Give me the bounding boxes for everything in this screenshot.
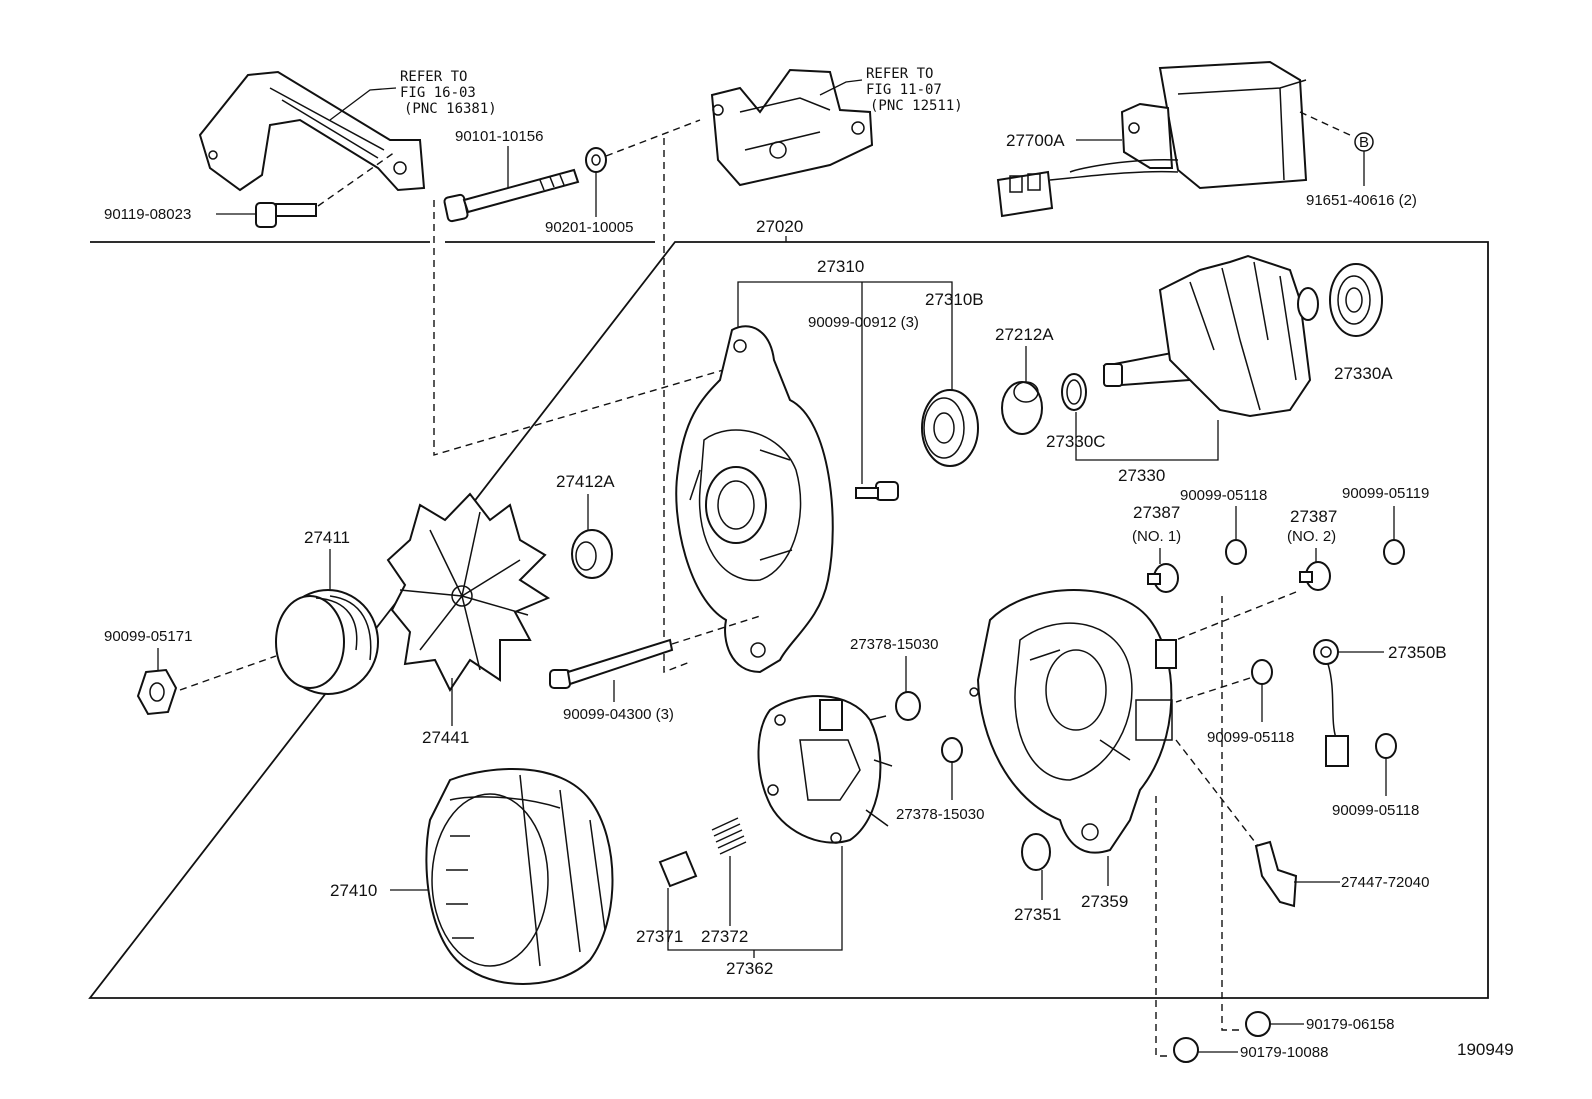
label-90099-05118-a: 90099-05118 (1180, 487, 1267, 504)
bushing-90099-05118-right (1375, 733, 1397, 759)
assembly-line (433, 200, 731, 456)
bolt-90119-08023 (255, 202, 317, 228)
assembly-line (663, 138, 691, 674)
assembly-line (605, 119, 701, 157)
assembly-line (1221, 596, 1244, 1031)
assembly-line (1175, 677, 1251, 703)
label-27387-no2-sub: (NO. 2) (1287, 528, 1336, 545)
label-27310: 27310 (817, 257, 864, 276)
figure-number: 190949 (1457, 1040, 1514, 1059)
spring-27372 (711, 817, 747, 855)
label-27378-15030-b: 27378-15030 (896, 806, 984, 823)
label-27411: 27411 (304, 528, 350, 547)
label-90099-05118-c: 90099-05118 (1332, 802, 1419, 819)
bushing-27378-15030-b (941, 737, 963, 763)
assembly-line (179, 655, 277, 691)
screw-90099-00912 (855, 481, 899, 501)
spacer-27412A (571, 529, 613, 579)
bearing-27310B (921, 389, 979, 467)
collar-27351 (1021, 833, 1051, 871)
brush-27350B (1313, 639, 1349, 767)
label-90119-08023: 90119-08023 (104, 206, 191, 223)
bushing-90099-05119 (1383, 539, 1405, 565)
clip-27447-72040 (1254, 840, 1298, 908)
label-27330: 27330 (1118, 466, 1165, 485)
label-27362: 27362 (726, 959, 773, 978)
label-27372: 27372 (701, 927, 748, 946)
leader (819, 79, 863, 96)
label-27212A: 27212A (995, 325, 1054, 344)
label-27378-15030-a: 27378-15030 (850, 636, 938, 653)
washer-90201-10005 (585, 147, 607, 173)
assembly-line (1175, 739, 1259, 847)
label-90099-05118-b: 90099-05118 (1207, 729, 1294, 746)
brush-27371 (658, 850, 698, 888)
assembly-line (317, 151, 396, 207)
label-27700A: 27700A (1006, 131, 1065, 150)
assembly-line (671, 615, 761, 645)
rotor-27330 (1102, 254, 1319, 418)
ref-fig-11-07: REFER TO FIG 11-07 (PNC 12511) (866, 66, 963, 114)
brush-holder-27362 (757, 695, 893, 844)
bolt-90101-10156 (443, 168, 580, 223)
label-90179-10088: 90179-10088 (1240, 1044, 1328, 1061)
mounting-bracket-part (710, 68, 874, 187)
stator-27410 (425, 768, 614, 985)
label-27350B: 27350B (1388, 643, 1447, 662)
label-90099-04300: 90099-04300 (3) (563, 706, 674, 723)
label-90201-10005: 90201-10005 (545, 219, 633, 236)
nut-90179-10088 (1173, 1037, 1199, 1063)
terminal-27387-no1 (1147, 563, 1179, 593)
callout-b: B (1359, 134, 1369, 151)
leader (1075, 412, 1219, 461)
label-27447-72040: 27447-72040 (1341, 874, 1429, 891)
label-27412A: 27412A (556, 472, 615, 491)
bolt-90099-04300 (549, 638, 674, 689)
collar-27212A (1001, 381, 1043, 435)
leader (667, 846, 843, 951)
leader (737, 281, 953, 392)
ring-27330C (1061, 373, 1087, 411)
label-90101-10156: 90101-10156 (455, 128, 543, 145)
label-27441: 27441 (422, 728, 469, 747)
bushing-90099-05118-mid (1251, 659, 1273, 685)
assembly-line (1299, 111, 1353, 137)
drive-end-frame-27310 (675, 325, 834, 674)
assembly-line (1175, 591, 1297, 641)
label-27387-no1-sub: (NO. 1) (1132, 528, 1181, 545)
label-90179-06158: 90179-06158 (1306, 1016, 1394, 1033)
label-27310B: 27310B (925, 290, 984, 309)
bearing-27330A (1329, 263, 1383, 337)
rectifier-end-frame-27359 (969, 589, 1177, 854)
label-27359: 27359 (1081, 892, 1128, 911)
label-27387-no1: 27387 (1133, 503, 1180, 522)
nut-90179-06158 (1245, 1011, 1271, 1037)
leader (329, 87, 397, 121)
bushing-27378-15030-a (895, 691, 921, 721)
label-90099-05171: 90099-05171 (104, 628, 192, 645)
pulley-27411 (275, 589, 379, 695)
bracket-part (198, 70, 426, 192)
regulator-27700A (996, 60, 1308, 218)
label-91651-40616: 91651-40616 (2) (1306, 192, 1417, 209)
label-27410: 27410 (330, 881, 377, 900)
label-27351: 27351 (1014, 905, 1061, 924)
label-90099-00912: 90099-00912 (3) (808, 314, 919, 331)
bushing-90099-05118 (1225, 539, 1247, 565)
label-27387-no2: 27387 (1290, 507, 1337, 526)
nut-90099-05171 (136, 668, 178, 716)
assembly-boundary-27020 (88, 241, 1489, 999)
ref-fig-16-03: REFER TO FIG 16-03 (PNC 16381) (400, 69, 497, 117)
label-27020: 27020 (756, 217, 803, 236)
assembly-line (1155, 796, 1172, 1057)
fan-27441 (386, 492, 551, 692)
label-27330A: 27330A (1334, 364, 1393, 383)
terminal-27387-no2 (1299, 561, 1331, 591)
label-27371: 27371 (636, 927, 683, 946)
label-90099-05119: 90099-05119 (1342, 485, 1429, 502)
